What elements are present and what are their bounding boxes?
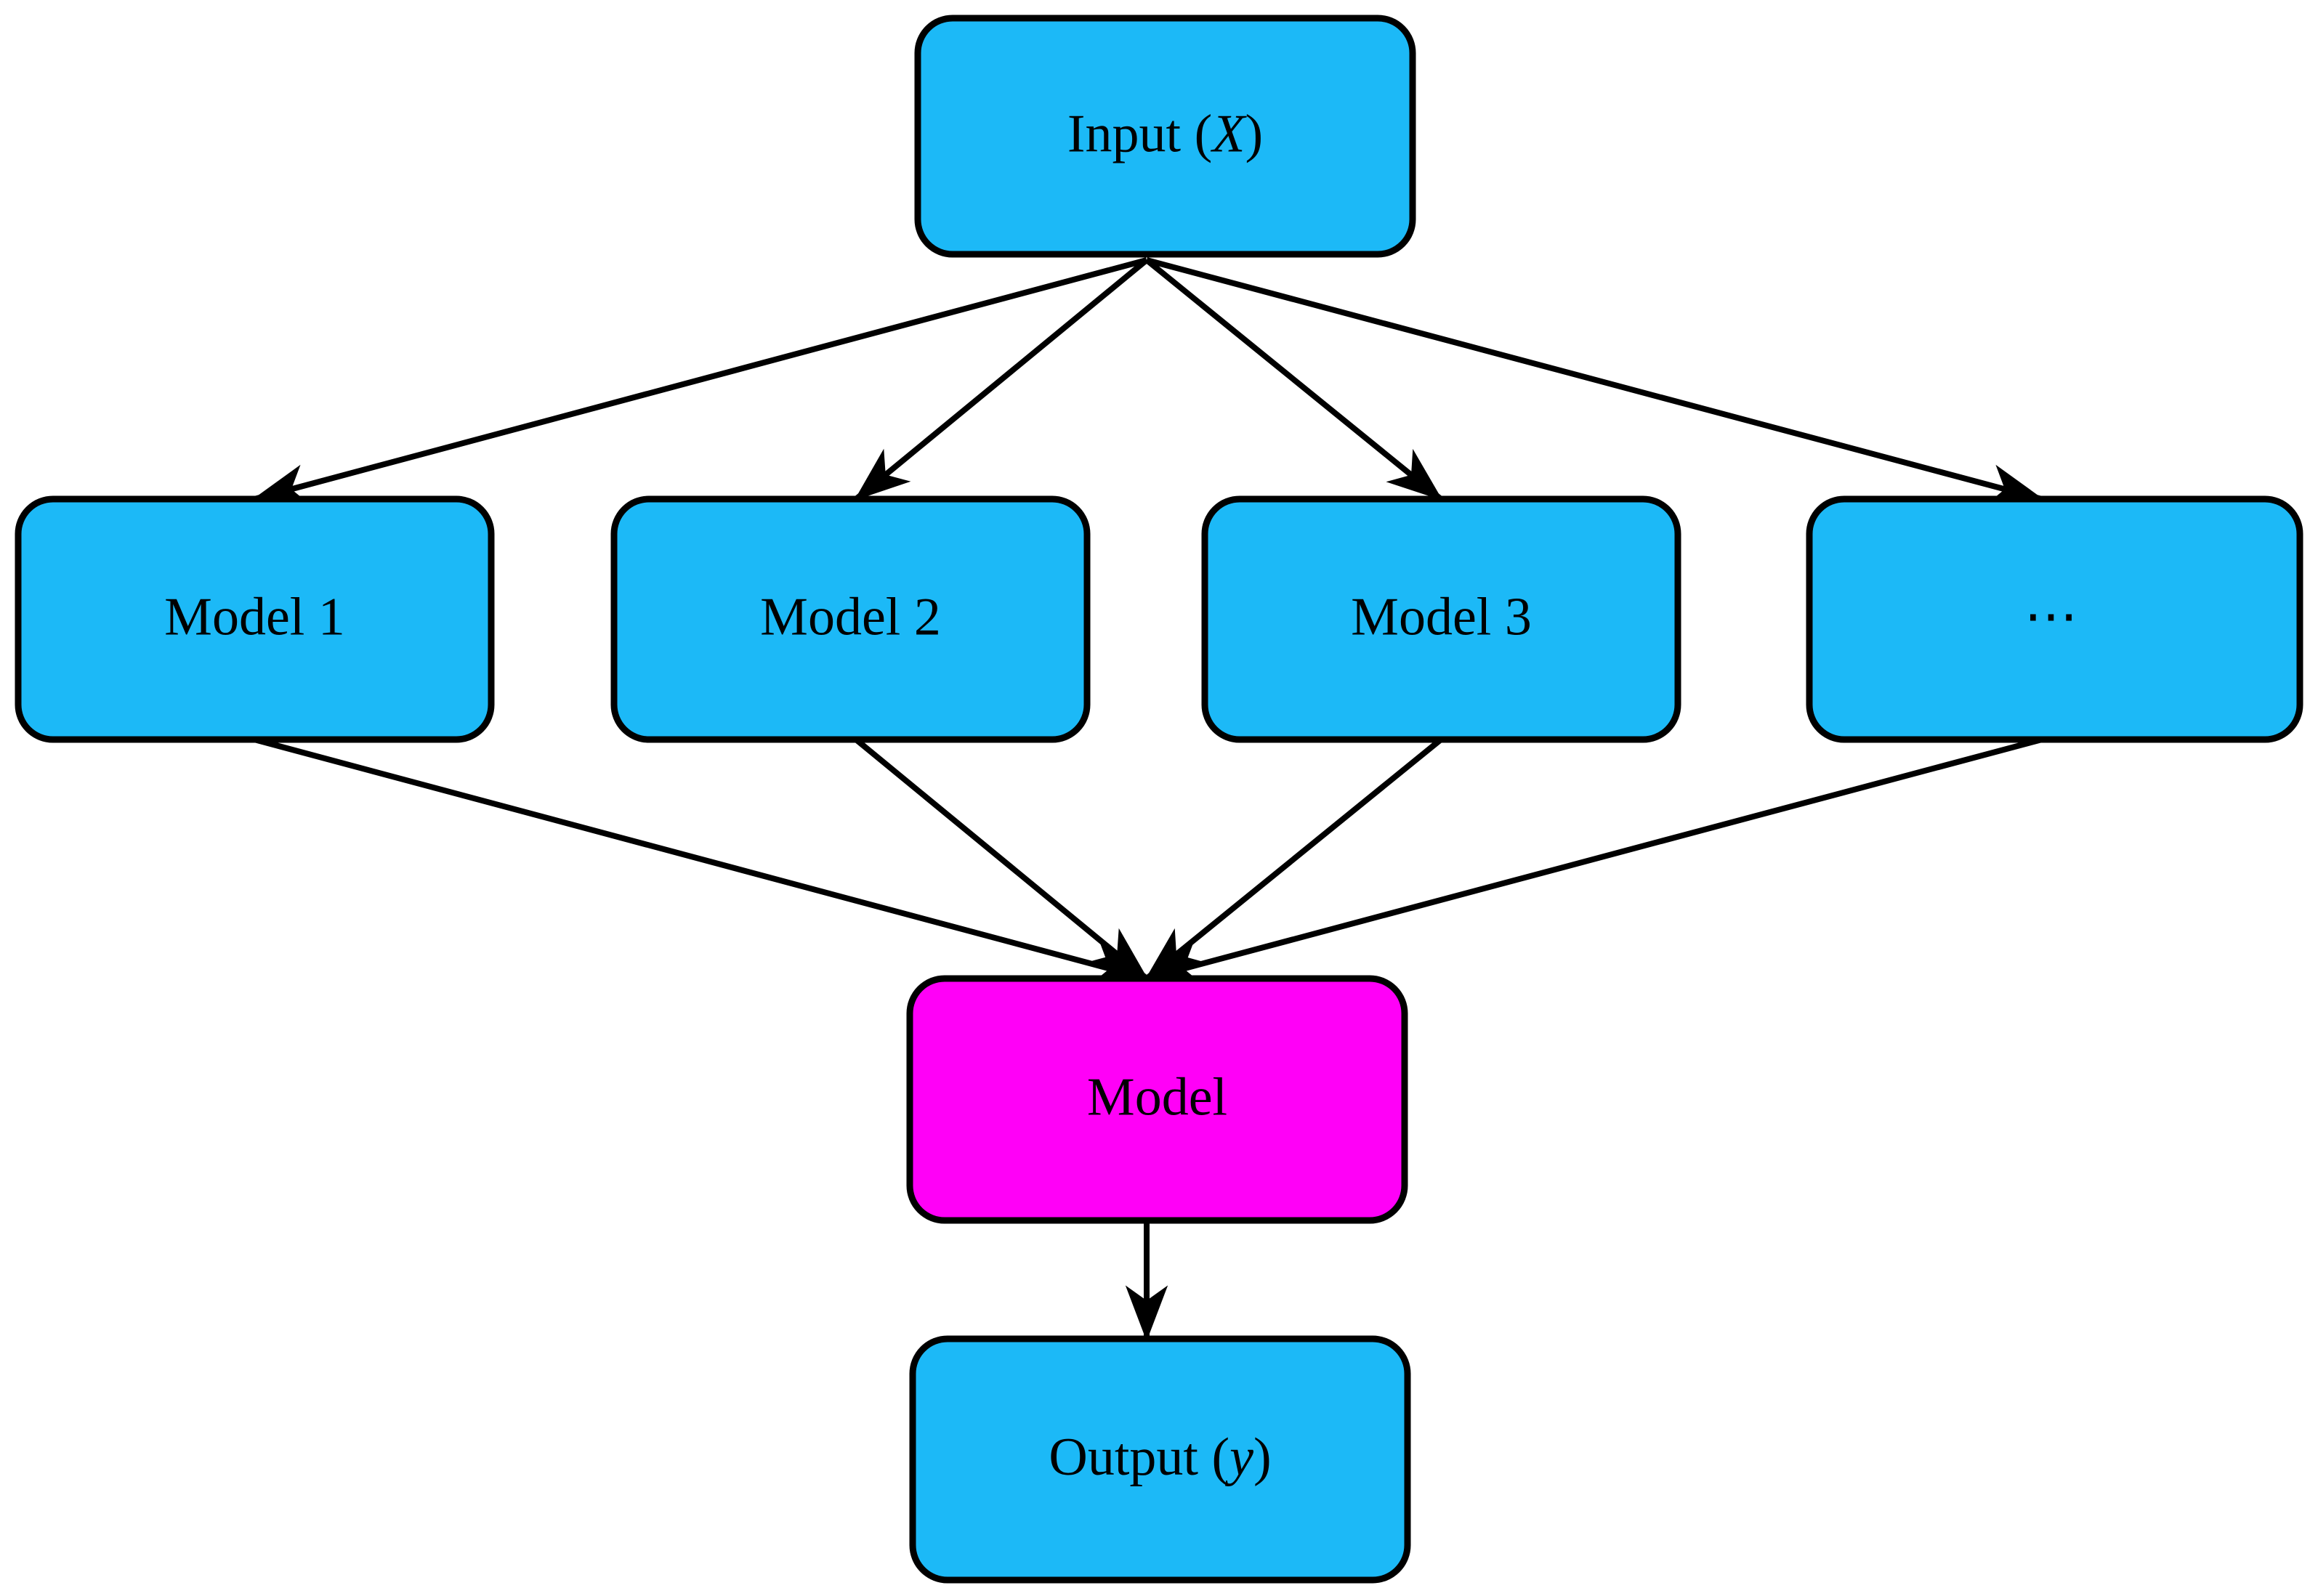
- edge-model-1-to-meta-model: [253, 737, 1150, 986]
- edge-model-more-to-meta-model: [1144, 737, 2043, 986]
- node-model-3[interactable]: Model 3: [1201, 495, 1681, 743]
- edge-model-3-to-meta-model: [1144, 737, 1443, 981]
- model-1-label: Model 1: [164, 587, 345, 647]
- ellipsis-icon: ⋯: [2024, 587, 2085, 647]
- model-3-label: Model 3: [1351, 587, 1532, 647]
- meta-model-box[interactable]: [906, 975, 1408, 1224]
- edge-input-to-model-3: [1144, 257, 1443, 502]
- nodes-layer: Input (X) Model 1 Model 2 Model 3 ⋯ Mode: [15, 15, 2303, 1584]
- edge-model-2-to-meta-model: [854, 737, 1149, 981]
- model-3-box[interactable]: [1201, 495, 1681, 743]
- edge-input-to-model-2: [854, 257, 1149, 502]
- model-more-box[interactable]: [1806, 495, 2303, 743]
- edge-input-to-model-1: [251, 257, 1148, 506]
- model-2-label: Model 2: [760, 587, 941, 647]
- output-box[interactable]: [909, 1335, 1411, 1584]
- model-1-box[interactable]: [15, 495, 495, 743]
- node-input[interactable]: Input (X): [914, 15, 1416, 258]
- node-model-more[interactable]: ⋯: [1806, 495, 2303, 743]
- model-2-box[interactable]: [610, 495, 1091, 743]
- node-output[interactable]: Output (y): [909, 1335, 1411, 1584]
- node-model-2[interactable]: Model 2: [610, 495, 1091, 743]
- edges-layer: [251, 257, 2045, 1342]
- edge-input-to-model-more: [1145, 257, 2045, 506]
- input-box[interactable]: [914, 15, 1416, 258]
- meta-model-label: Model: [1087, 1067, 1227, 1127]
- node-meta-model[interactable]: Model: [906, 975, 1408, 1224]
- output-label: Output (y): [1049, 1427, 1271, 1487]
- input-label: Input (X): [1067, 104, 1263, 163]
- node-model-1[interactable]: Model 1: [15, 495, 495, 743]
